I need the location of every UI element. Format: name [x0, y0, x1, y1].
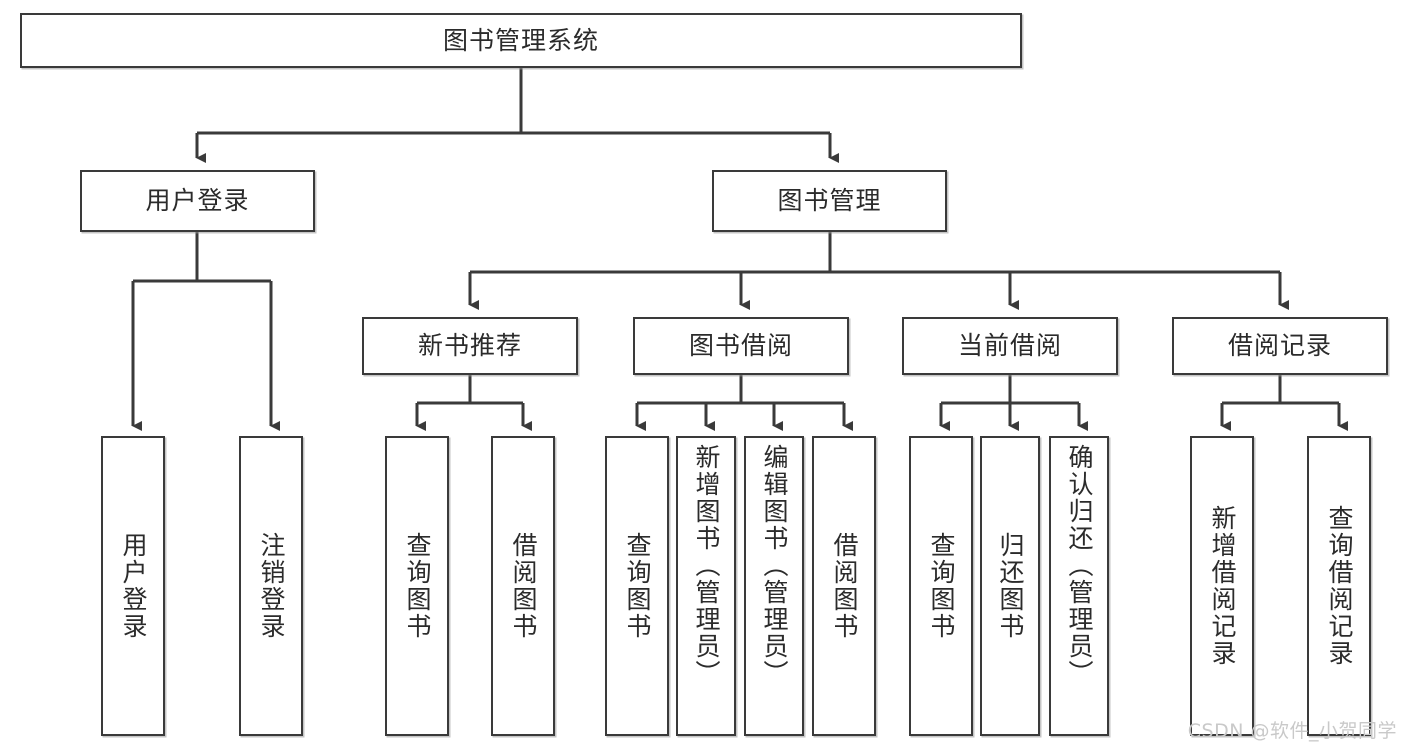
- node-leaf-query-borrow-record[interactable]: 查询借阅记录: [1307, 436, 1371, 736]
- node-leaf-query-book-3[interactable]: 查询图书: [909, 436, 973, 736]
- node-leaf-add-book[interactable]: 新增图书（管理员）: [676, 436, 736, 736]
- node-book-manage-label: 图书管理: [777, 186, 882, 215]
- node-leaf-query-borrow-record-label: 查询借阅记录: [1325, 505, 1354, 667]
- node-leaf-borrow-book-1-label: 借阅图书: [509, 532, 538, 640]
- csdn-watermark: CSDN @软件_小贺同学: [1187, 720, 1397, 742]
- node-borrow-record[interactable]: 借阅记录: [1172, 317, 1388, 375]
- node-leaf-logout-login-label: 注销登录: [257, 532, 286, 640]
- node-current-borrow-label: 当前借阅: [957, 331, 1062, 360]
- node-leaf-user-login-label: 用户登录: [119, 532, 148, 640]
- node-leaf-user-login[interactable]: 用户登录: [101, 436, 165, 736]
- node-leaf-confirm-return-label: 确认归还（管理员）: [1065, 444, 1094, 687]
- node-leaf-return-book[interactable]: 归还图书: [980, 436, 1040, 736]
- node-leaf-query-book-2[interactable]: 查询图书: [605, 436, 669, 736]
- node-leaf-add-borrow-record[interactable]: 新增借阅记录: [1190, 436, 1254, 736]
- node-leaf-logout-login[interactable]: 注销登录: [239, 436, 303, 736]
- node-new-book-recommend-label: 新书推荐: [417, 331, 522, 360]
- node-book-borrow[interactable]: 图书借阅: [633, 317, 849, 375]
- node-leaf-edit-book[interactable]: 编辑图书（管理员）: [744, 436, 804, 736]
- node-leaf-add-book-label: 新增图书（管理员）: [692, 444, 721, 687]
- node-leaf-query-book-1-label: 查询图书: [403, 532, 432, 640]
- node-new-book-recommend[interactable]: 新书推荐: [362, 317, 578, 375]
- node-borrow-record-label: 借阅记录: [1227, 331, 1332, 360]
- node-leaf-query-book-3-label: 查询图书: [927, 532, 956, 640]
- node-book-borrow-label: 图书借阅: [688, 331, 793, 360]
- node-leaf-return-book-label: 归还图书: [996, 532, 1025, 640]
- node-current-borrow[interactable]: 当前借阅: [902, 317, 1118, 375]
- node-leaf-borrow-book-2-label: 借阅图书: [830, 532, 859, 640]
- node-leaf-query-book-2-label: 查询图书: [623, 532, 652, 640]
- node-leaf-borrow-book-1[interactable]: 借阅图书: [491, 436, 555, 736]
- node-leaf-query-book-1[interactable]: 查询图书: [385, 436, 449, 736]
- node-leaf-add-borrow-record-label: 新增借阅记录: [1208, 505, 1237, 667]
- node-user-login-label: 用户登录: [145, 186, 250, 215]
- node-root[interactable]: 图书管理系统: [20, 13, 1022, 68]
- node-root-label: 图书管理系统: [442, 25, 599, 55]
- node-leaf-edit-book-label: 编辑图书（管理员）: [760, 444, 789, 687]
- node-leaf-borrow-book-2[interactable]: 借阅图书: [812, 436, 876, 736]
- node-leaf-confirm-return[interactable]: 确认归还（管理员）: [1049, 436, 1109, 736]
- node-user-login[interactable]: 用户登录: [80, 170, 315, 232]
- node-book-manage[interactable]: 图书管理: [712, 170, 947, 232]
